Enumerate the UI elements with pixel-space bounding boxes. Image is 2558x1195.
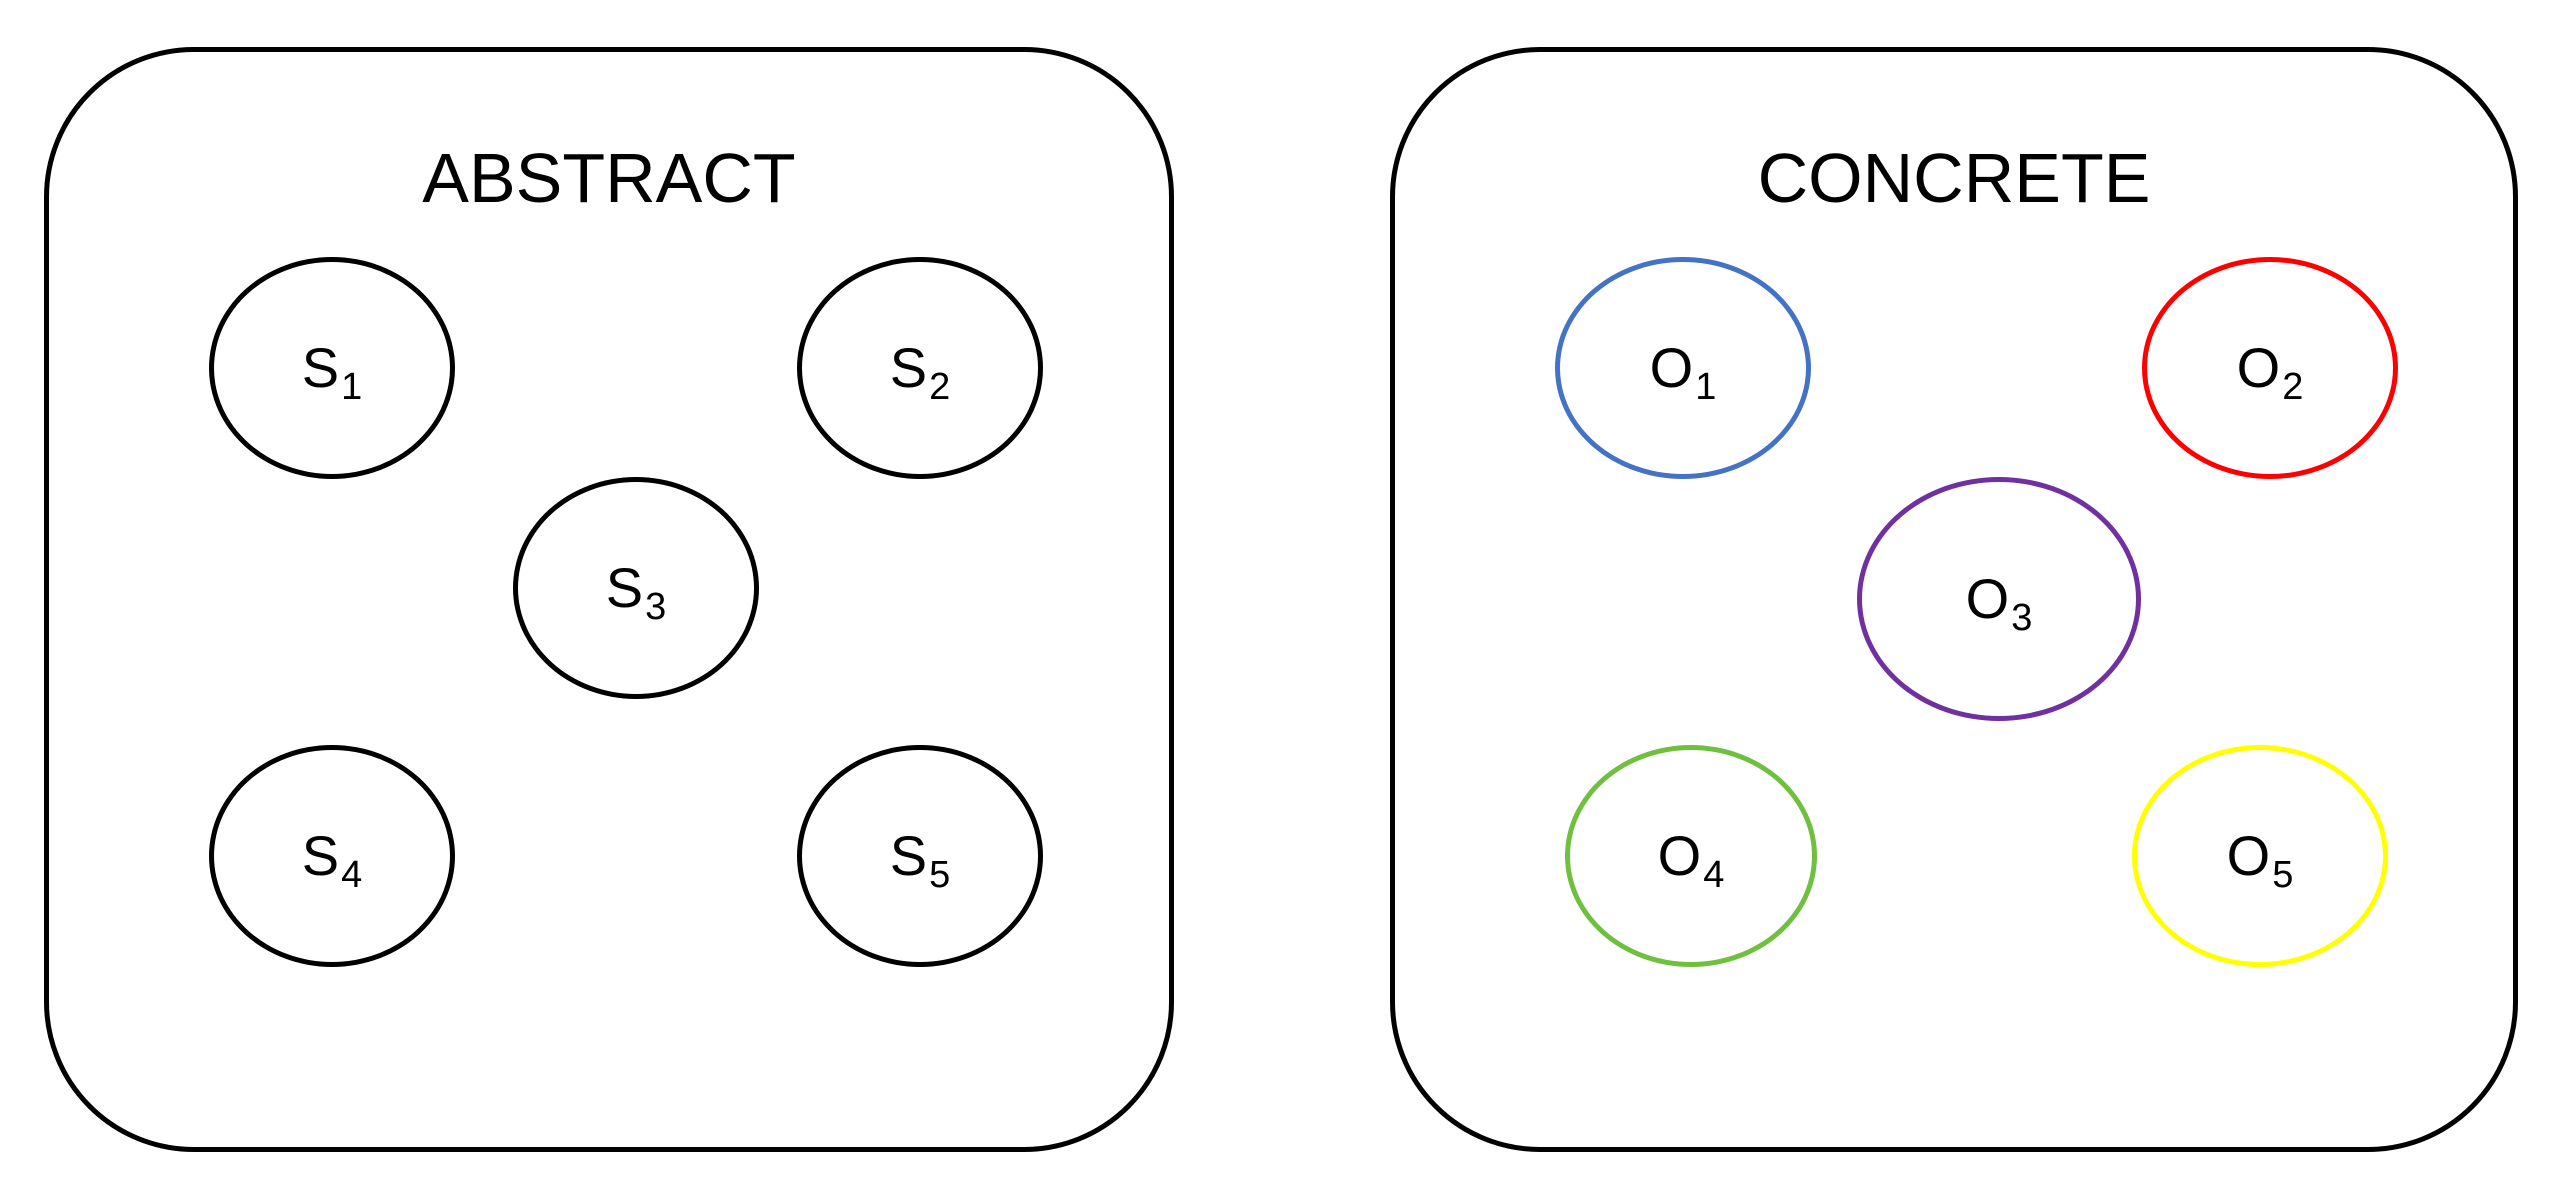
node-s5-subscript: 5 — [929, 854, 951, 896]
node-o3-subscript: 3 — [2011, 597, 2033, 639]
node-o5: O5 — [2132, 745, 2388, 967]
node-s5-letter: S — [889, 824, 928, 887]
node-o1-subscript: 1 — [1695, 366, 1717, 408]
node-o4-subscript: 4 — [1703, 854, 1725, 896]
abstract-panel-title: ABSTRACT — [422, 139, 796, 217]
node-s3-subscript: 3 — [645, 586, 667, 628]
node-s2-letter: S — [889, 336, 928, 399]
node-o3: O3 — [1857, 477, 2141, 721]
node-s4-subscript: 4 — [341, 854, 363, 896]
node-o5-letter: O — [2226, 824, 2271, 887]
node-s5: S5 — [797, 745, 1043, 967]
node-o5-subscript: 5 — [2272, 854, 2294, 896]
node-s2-subscript: 2 — [929, 366, 951, 408]
node-o2-subscript: 2 — [2282, 366, 2304, 408]
concrete-panel-title: CONCRETE — [1757, 139, 2151, 217]
node-s1: S1 — [209, 257, 455, 479]
node-s1-subscript: 1 — [341, 366, 363, 408]
node-o4-letter: O — [1657, 824, 1702, 887]
node-s4: S4 — [209, 745, 455, 967]
node-o3-letter: O — [1965, 567, 2010, 630]
node-s2: S2 — [797, 257, 1043, 479]
node-s3-letter: S — [605, 556, 644, 619]
node-o1-letter: O — [1649, 336, 1694, 399]
node-s1-letter: S — [301, 336, 340, 399]
node-s4-letter: S — [301, 824, 340, 887]
node-o2-letter: O — [2236, 336, 2281, 399]
concrete-panel: CONCRETE O1 O2 O3 O4 O5 — [1390, 47, 2518, 1152]
abstract-panel: ABSTRACT S1 S2 S3 S4 S5 — [44, 47, 1174, 1152]
node-s3: S3 — [513, 477, 759, 699]
node-o4: O4 — [1565, 745, 1817, 967]
node-o1: O1 — [1555, 257, 1811, 479]
node-o2: O2 — [2142, 257, 2398, 479]
